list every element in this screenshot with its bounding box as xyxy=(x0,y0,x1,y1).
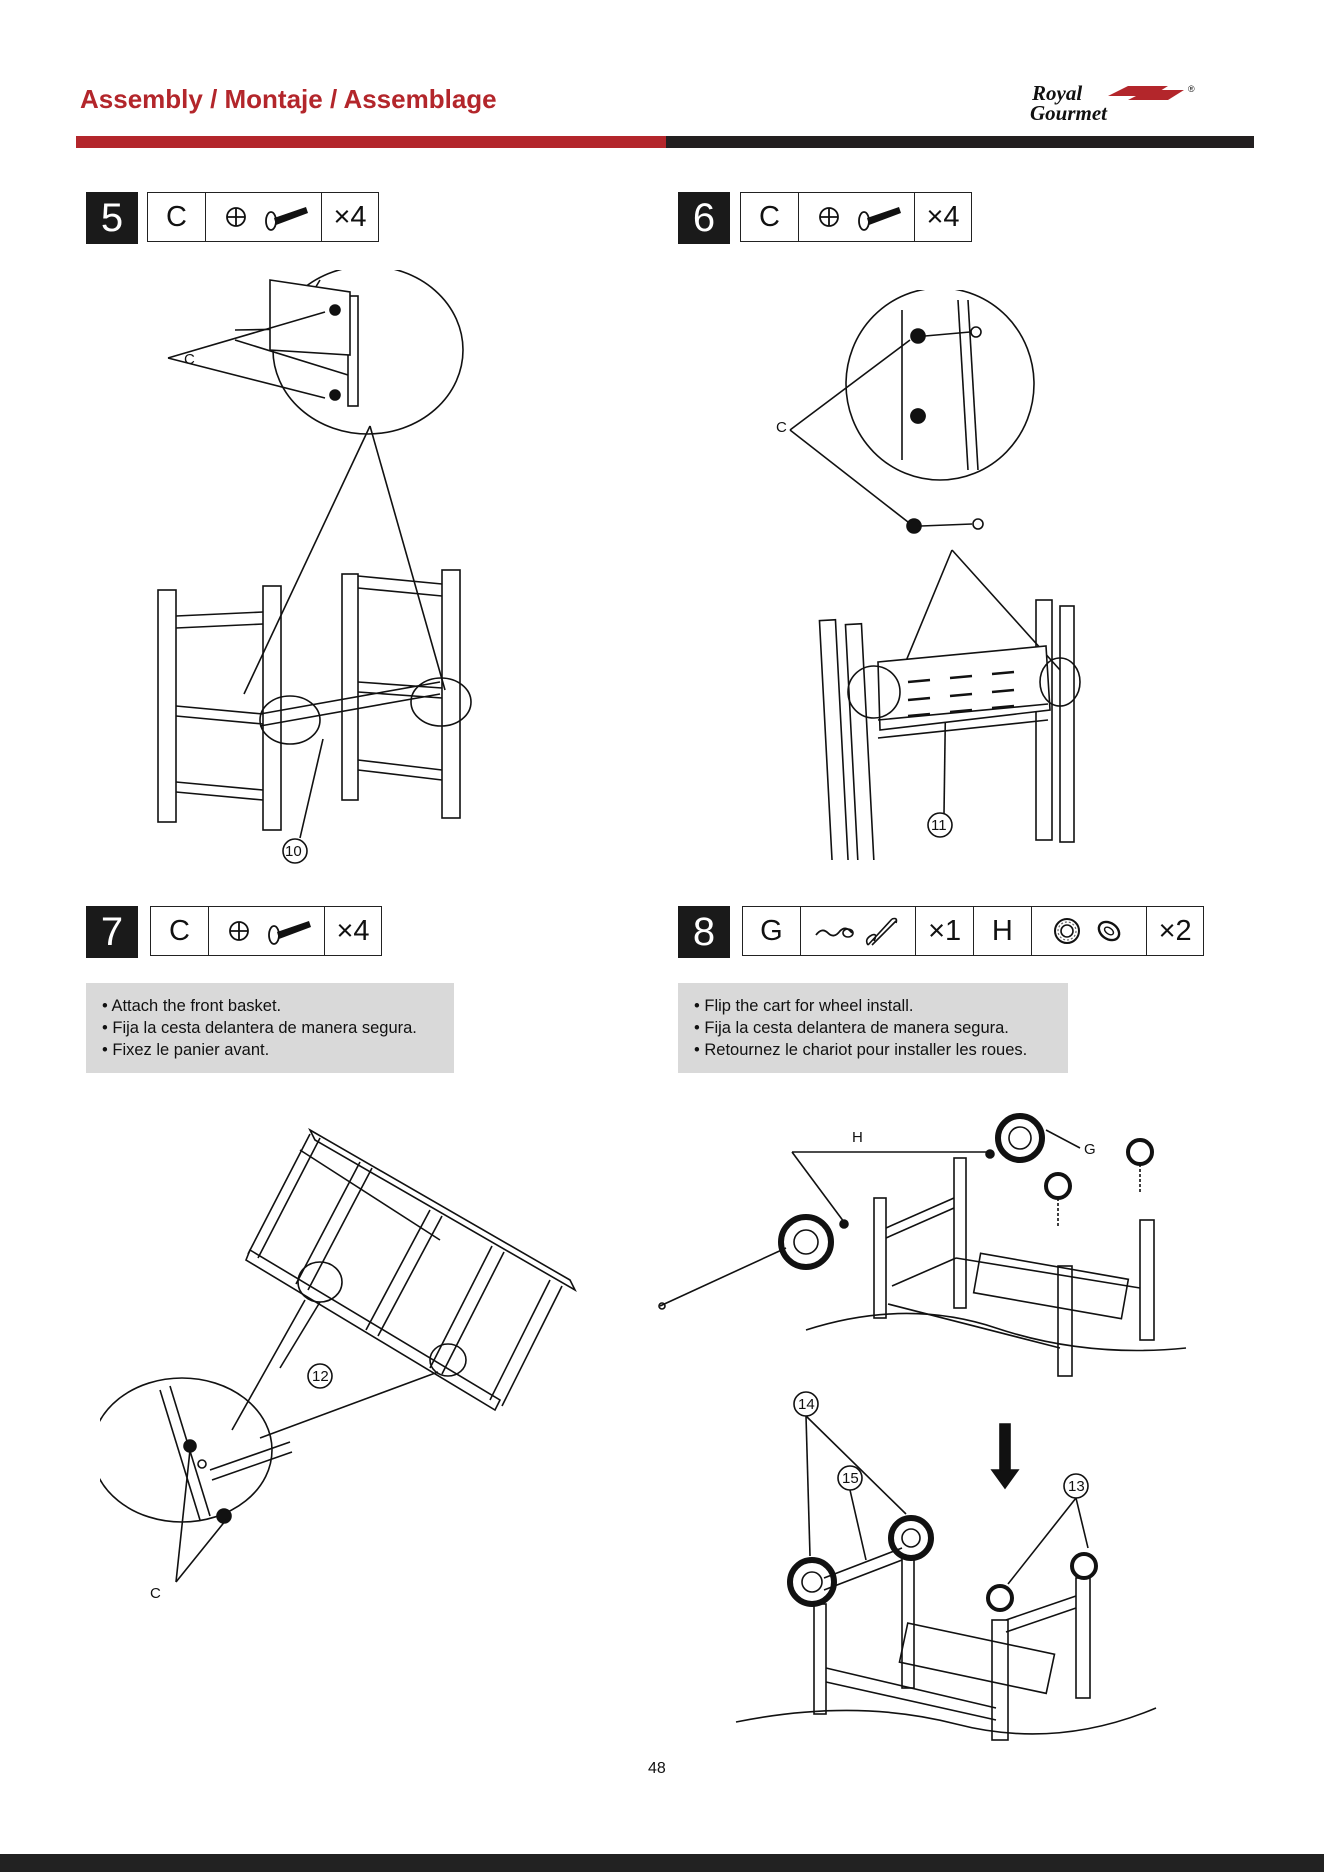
callout-13: 13 xyxy=(1068,1478,1085,1495)
page-title: Assembly / Montaje / Assemblage xyxy=(80,84,497,114)
note-line-fr: Retournez le chariot pour installer les … xyxy=(694,1039,1068,1061)
wheel-icon xyxy=(888,1515,934,1561)
note-line-fr: Fixez le panier avant. xyxy=(102,1039,454,1061)
callout-12: 12 xyxy=(312,1368,329,1385)
logo-text-gourmet: Gourmet xyxy=(1030,101,1108,122)
screw-icon xyxy=(209,907,325,955)
parts-table-step-6: C ×4 xyxy=(740,192,972,242)
part-letter: C xyxy=(151,907,209,955)
screw-icon xyxy=(799,193,915,241)
caster-icon xyxy=(986,1584,1014,1612)
step-6-illustration: C 11 xyxy=(776,290,1081,860)
part-quantity: ×1 xyxy=(916,907,974,955)
instruction-note-step-7: Attach the front basket. Fija la cesta d… xyxy=(86,983,454,1073)
parts-table-step-5: C ×4 xyxy=(147,192,379,242)
pin-icon xyxy=(801,907,917,955)
step-number-6: 6 xyxy=(678,192,730,244)
registered-mark: ® xyxy=(1188,84,1195,94)
part-quantity: ×4 xyxy=(336,914,370,947)
step-8-illustration: H G 14 15 13 xyxy=(658,1113,1187,1741)
callout-g: G xyxy=(1084,1141,1096,1158)
note-line-en: Flip the cart for wheel install. xyxy=(694,995,1068,1017)
screw-icon xyxy=(206,193,322,241)
page-number: 48 xyxy=(648,1760,666,1777)
part-letter: G xyxy=(743,907,801,955)
step-7-illustration: 12 C xyxy=(100,1127,577,1602)
caster-icon xyxy=(1126,1138,1154,1194)
note-line-es: Fija la cesta delantera de manera segura… xyxy=(694,1017,1068,1039)
callout-14: 14 xyxy=(798,1396,815,1413)
caster-icon xyxy=(1070,1552,1098,1580)
callout-c: C xyxy=(150,1585,161,1602)
callout-c: C xyxy=(776,419,787,436)
callout-h: H xyxy=(852,1129,863,1146)
step-number-8: 8 xyxy=(678,906,730,958)
step-number-7: 7 xyxy=(86,906,138,958)
step-5-illustration: C 10 xyxy=(157,270,472,864)
part-letter: C xyxy=(148,193,206,241)
part-quantity: ×4 xyxy=(926,200,960,233)
washer-icon xyxy=(1032,907,1148,955)
bottom-border xyxy=(0,1854,1324,1872)
wheel-icon xyxy=(995,1113,1045,1163)
note-line-en: Attach the front basket. xyxy=(102,995,454,1017)
parts-table-step-8: G ×1 H ×2 xyxy=(742,906,1204,956)
part-quantity: ×4 xyxy=(333,200,367,233)
note-line-es: Fija la cesta delantera de manera segura… xyxy=(102,1017,454,1039)
flame-icon xyxy=(1108,86,1184,100)
callout-11: 11 xyxy=(931,817,947,834)
part-quantity: ×2 xyxy=(1158,914,1192,947)
down-arrow-icon xyxy=(990,1423,1020,1490)
header-bar-black xyxy=(666,136,1254,148)
instruction-note-step-8: Flip the cart for wheel install. Fija la… xyxy=(678,983,1068,1073)
wheel-icon xyxy=(787,1557,837,1607)
brand-logo: Royal Gourmet ® xyxy=(1028,81,1224,125)
callout-c: C xyxy=(184,351,195,368)
step-number-5: 5 xyxy=(86,192,138,244)
callout-15: 15 xyxy=(842,1470,859,1487)
logo-text-royal: Royal xyxy=(1031,82,1082,105)
callout-10: 10 xyxy=(285,843,302,860)
part-letter: H xyxy=(974,907,1032,955)
caster-icon xyxy=(1044,1172,1072,1228)
wheel-icon xyxy=(778,1214,834,1270)
header-bar-red xyxy=(76,136,666,148)
parts-table-step-7: C ×4 xyxy=(150,906,382,956)
part-letter: C xyxy=(741,193,799,241)
detail-magnifier xyxy=(845,290,1035,481)
